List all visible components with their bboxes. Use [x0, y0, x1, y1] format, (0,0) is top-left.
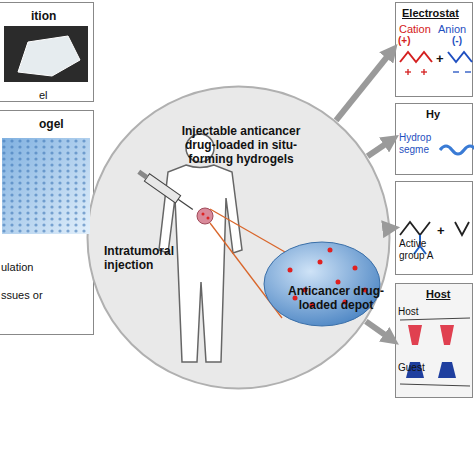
mechanism-box: Active group A: [395, 181, 473, 275]
block-arrow: [391, 225, 393, 231]
charge-sign: (+): [398, 36, 411, 46]
block-arrow: [336, 50, 393, 121]
block-arrow: [366, 321, 393, 340]
node-heading: Electrostat: [402, 7, 472, 20]
circle-shape: [88, 87, 390, 389]
tumor: [197, 208, 213, 224]
surface-pores: [2, 138, 90, 234]
block-arrow: [368, 139, 393, 156]
charge-sign: +: [436, 52, 444, 65]
drug-dot: [202, 213, 205, 216]
node-text: Guest: [398, 362, 438, 374]
gel-piece: [18, 36, 80, 76]
node-text: Cation: [399, 23, 439, 36]
node-text: segme: [399, 144, 459, 156]
node-text: el: [39, 89, 89, 102]
node-text: Hydrop: [399, 132, 459, 144]
hydrogel-surface: [2, 138, 90, 234]
mechanism-box: ElectrostatCationAnion: [395, 2, 473, 97]
node-text: ssues or: [1, 289, 91, 302]
node-heading: ition: [31, 10, 91, 24]
charge-sign: +: [437, 224, 445, 237]
node-text: Host: [398, 306, 438, 318]
node-heading: ogel: [39, 118, 89, 132]
drug-dot: [207, 217, 210, 220]
gel-photo: [4, 26, 88, 82]
charge-sign: (-): [452, 36, 462, 46]
node-text: Intratumoral injection: [104, 245, 194, 273]
node-text: ulation: [1, 261, 91, 274]
node-heading: Injectable anticancer drug-loaded in sit…: [166, 125, 316, 166]
node-heading: Active group A: [399, 238, 447, 261]
mechanism-box: HyHydropsegme: [395, 103, 473, 175]
node-heading: Hy: [426, 108, 466, 121]
node-text: Anion: [438, 23, 474, 36]
hydrogel-depot: [264, 242, 380, 326]
node-heading: Host: [426, 288, 470, 301]
node-text: Anticancer drug-loaded depot: [286, 285, 386, 313]
mechanism-box: HostHostGuest: [395, 283, 473, 398]
